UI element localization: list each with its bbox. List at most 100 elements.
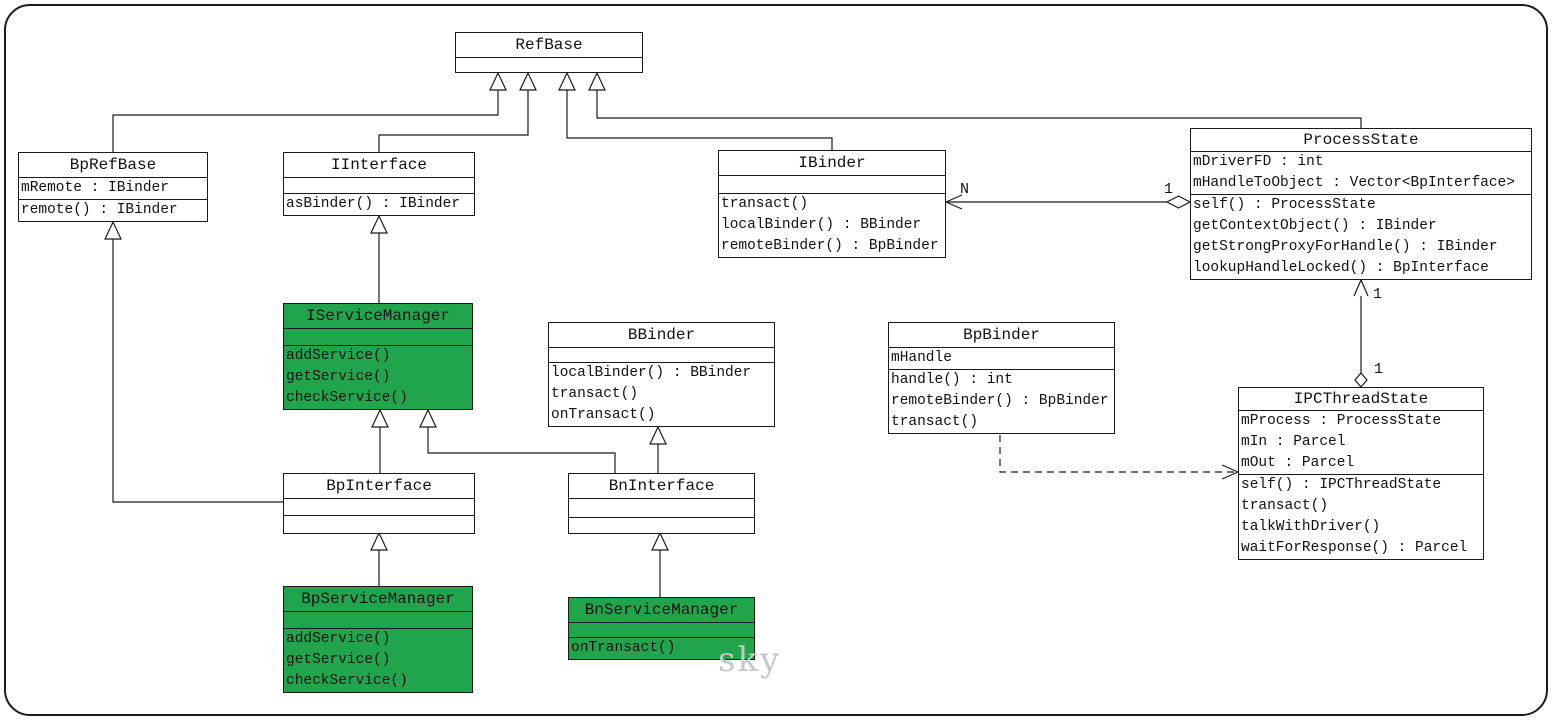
member-row: onTransact() <box>551 407 656 423</box>
class-box-processstate: ProcessState mDriverFD : int mHandleToObj… <box>1190 128 1532 280</box>
member-row: waitForResponse() : Parcel <box>1241 540 1468 556</box>
generalization-processstate-refbase <box>588 71 1362 128</box>
methods-compartment <box>284 515 474 533</box>
member-row: getService() <box>286 369 391 385</box>
class-title: BpRefBase <box>69 156 157 174</box>
member-row: mIn : Parcel <box>1241 434 1346 450</box>
class-box-bpinterface: BpInterface <box>283 473 475 534</box>
member-row: remote() : IBinder <box>21 202 178 218</box>
member-row: handle() : int <box>891 372 1013 388</box>
multiplicity-label-1-top: 1 <box>1373 286 1383 303</box>
class-box-iinterface: IInterface asBinder() : IBinder <box>283 152 475 216</box>
generalization-bpinterface-bprefbase <box>104 220 283 503</box>
multiplicity-label-1: 1 <box>1164 181 1174 198</box>
member-row: getService() <box>286 652 391 668</box>
member-row: getStrongProxyForHandle() : IBinder <box>1193 239 1498 255</box>
member-row: getContextObject() : IBinder <box>1193 218 1437 234</box>
methods-compartment: addService() getService() checkService() <box>284 628 472 692</box>
attributes-compartment <box>569 498 754 517</box>
methods-compartment: remote() : IBinder <box>19 199 207 221</box>
attributes-compartment <box>284 177 474 193</box>
class-box-bprefbase: BpRefBase mRemote : IBinder remote() : I… <box>18 152 208 222</box>
generalization-bninterface-bbinder <box>649 425 667 473</box>
methods-compartment <box>569 517 754 533</box>
class-title: BpBinder <box>963 326 1040 344</box>
generalization-bnservicemanager-bninterface <box>651 531 669 597</box>
member-row: remoteBinder() : BpBinder <box>891 393 1109 409</box>
member-row: talkWithDriver() <box>1241 519 1381 535</box>
class-box-iservicemanager: IServiceManager addService()getService()… <box>283 303 473 410</box>
methods-compartment: addService() getService() checkService() <box>284 345 472 409</box>
member-row: checkService() <box>286 673 408 689</box>
generalization-bpinterface-iservicemanager <box>371 408 389 473</box>
aggregation-ipcthreadstate-processstate <box>1353 279 1369 388</box>
member-row: localBinder() : BBinder <box>551 365 752 381</box>
member-row: mDriverFD : int <box>1193 154 1324 170</box>
diagram-border <box>4 4 1548 716</box>
class-title: BpServiceManager <box>301 590 455 608</box>
methods-compartment: self() : IPCThreadState transact() talkWit… <box>1239 474 1483 559</box>
class-title: BpInterface <box>326 477 432 495</box>
class-box-bpbinder: BpBinder mHandle handle() : int remoteBin… <box>888 322 1115 434</box>
attributes-compartment <box>549 347 774 362</box>
member-row: onTransact() <box>571 640 676 656</box>
methods-compartment: transact() localBinder() : BBinder remoteB… <box>719 193 945 257</box>
member-row: mHandle <box>891 350 952 366</box>
methods-compartment: onTransact() <box>569 637 754 659</box>
member-row: mRemote : IBinder <box>21 180 169 196</box>
generalization-iinterface-refbase <box>378 71 537 152</box>
member-row: lookupHandleLocked() : BpInterface <box>1193 260 1489 276</box>
attributes-compartment <box>284 498 474 515</box>
watermark: sky <box>718 640 782 680</box>
generalization-iservicemanager-iinterface <box>370 214 388 303</box>
class-title: IBinder <box>798 154 866 172</box>
generalization-bpservicemanager-bpinterface <box>370 531 388 586</box>
member-row: addService() <box>286 348 391 364</box>
methods-compartment: handle() : int remoteBinder() : BpBinder t… <box>889 369 1114 433</box>
class-box-refbase: RefBase <box>455 32 643 73</box>
aggregation-processstate-ibinder <box>945 194 1192 210</box>
methods-compartment: localBinder() : BBinder transact() onTrans… <box>549 362 774 426</box>
member-row: transact() <box>891 414 979 430</box>
attributes-compartment: mRemote : IBinder <box>19 177 207 199</box>
generalization-bninterface-iservicemanager <box>419 408 616 473</box>
member-row: transact() <box>551 386 639 402</box>
member-row: transact() <box>1241 498 1329 514</box>
class-title: IPCThreadState <box>1293 390 1429 408</box>
member-row: self() : IPCThreadState <box>1241 477 1442 493</box>
member-row: mOut : Parcel <box>1241 455 1355 471</box>
attributes-compartment: mDriverFD : int mHandleToObject : Vector<… <box>1191 151 1531 194</box>
attributes-compartment <box>719 175 945 193</box>
multiplicity-label-1-bottom: 1 <box>1374 361 1384 378</box>
generalization-ibinder-refbase <box>558 71 833 150</box>
member-row: remoteBinder() : BpBinder <box>721 238 939 254</box>
member-row: mHandleToObject : Vector<BpInterface> <box>1193 175 1515 191</box>
class-title: BnServiceManager <box>584 601 739 619</box>
class-box-ipcthreadstate: IPCThreadState mProcess : ProcessState mI… <box>1238 387 1484 560</box>
attributes-compartment: mHandle <box>889 347 1114 369</box>
generalization-bprefbase-refbase <box>112 71 507 152</box>
multiplicity-label-n: N <box>960 181 970 198</box>
class-title: ProcessState <box>1303 131 1419 149</box>
class-box-bnservicemanager: BnServiceManager onTransact() <box>568 597 755 660</box>
member-row: addService() <box>286 631 391 647</box>
class-box-bninterface: BnInterface <box>568 473 755 534</box>
attributes-compartment <box>284 611 472 628</box>
class-title: IInterface <box>330 156 427 174</box>
member-row: transact() <box>721 196 809 212</box>
attributes-compartment <box>456 57 642 72</box>
attributes-compartment <box>284 328 472 345</box>
member-row: self() : ProcessState <box>1193 197 1376 213</box>
attributes-compartment: mProcess : ProcessState mIn : Parcel mOut … <box>1239 410 1483 474</box>
methods-compartment: asBinder() : IBinder <box>284 193 474 215</box>
member-row: localBinder() : BBinder <box>721 217 922 233</box>
member-row: mProcess : ProcessState <box>1241 413 1442 429</box>
member-row: checkService() <box>286 390 408 406</box>
class-box-bpservicemanager: BpServiceManager addService() getService(… <box>283 586 473 693</box>
class-title: BnInterface <box>608 477 715 495</box>
class-title: RefBase <box>515 36 583 54</box>
methods-compartment: self() : ProcessState getContextObject() … <box>1191 194 1531 279</box>
